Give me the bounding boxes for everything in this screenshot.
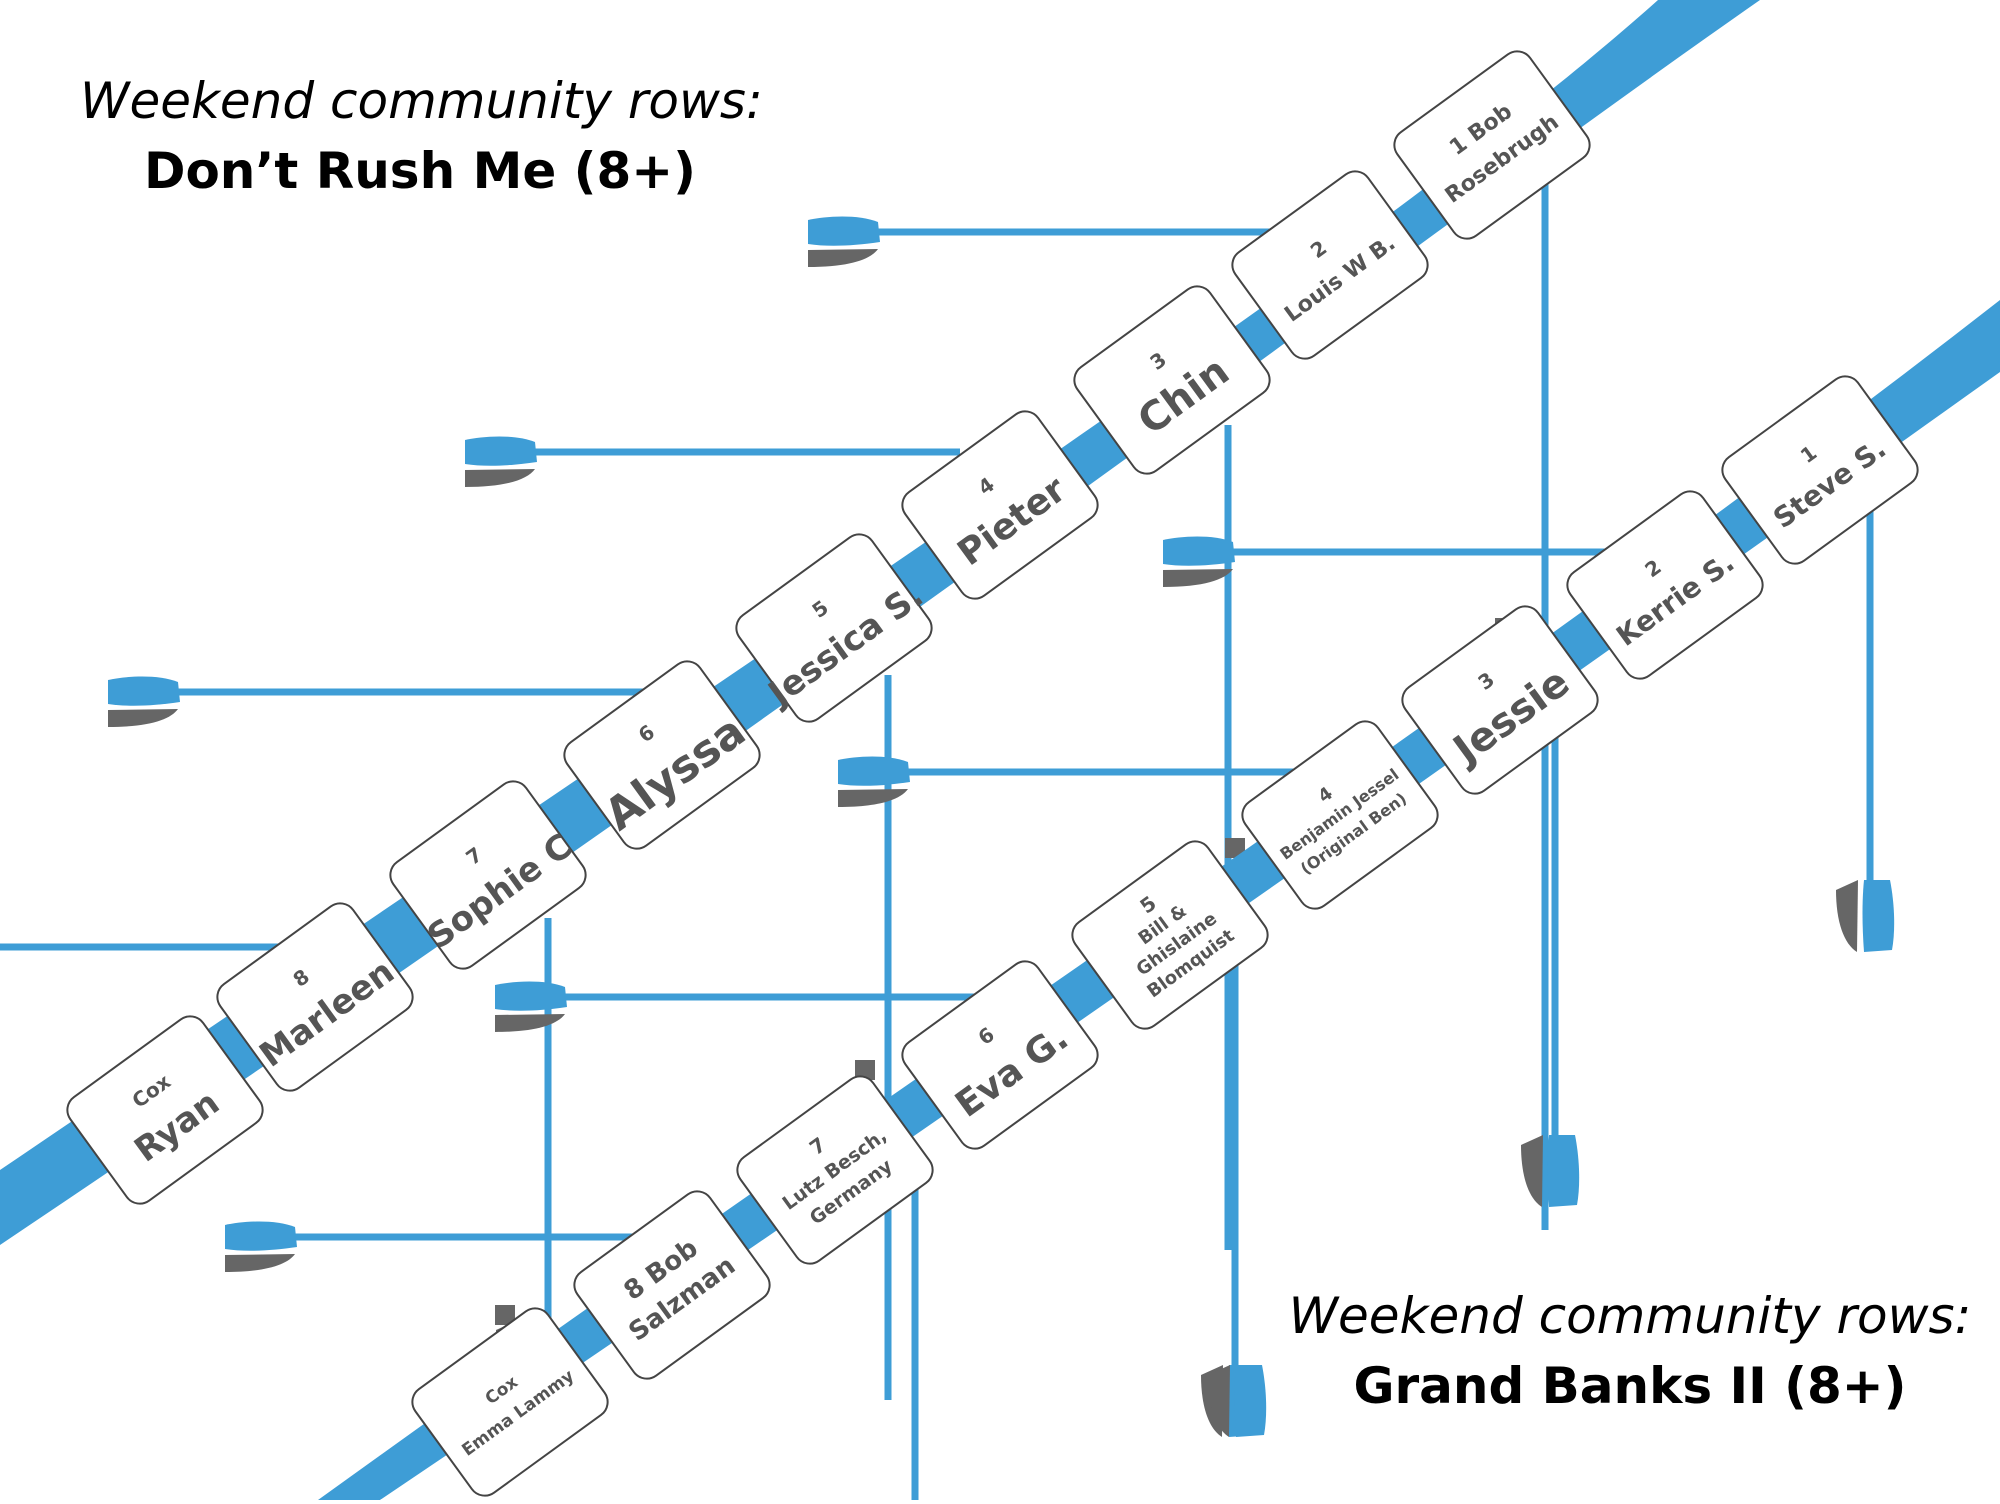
boat2-heading: Weekend community rows: xyxy=(1288,1287,1972,1345)
boat1-heading: Weekend community rows: xyxy=(80,72,763,130)
boat2-oar-3-blade-icon xyxy=(495,981,567,1032)
boat2-oar-5-blade-icon xyxy=(1208,1365,1267,1437)
boat2-oar-1-blade-icon xyxy=(1163,536,1235,587)
boat2-oar-vertical-1-blade-icon xyxy=(1836,880,1895,952)
boat1-oar-1-blade-icon xyxy=(808,216,880,267)
boat2-oar-2-blade-icon xyxy=(838,756,910,807)
boat1-hidden-blade-icon xyxy=(495,1305,515,1325)
boat1-boat-name: Don’t Rush Me (8+) xyxy=(143,142,697,200)
boat2-boat-name: Grand Banks II (8+) xyxy=(1353,1357,1907,1415)
boat2-oar-vertical-2-blade-icon xyxy=(1521,1135,1580,1207)
boat2-oar-4-blade-icon xyxy=(225,1221,297,1272)
boat2-title: Weekend community rows: Grand Banks II (… xyxy=(1270,1283,1990,1423)
boat1-oar-2-blade-icon xyxy=(465,436,537,487)
boat1-hidden-blade-icon xyxy=(855,1060,875,1080)
boat1-title: Weekend community rows: Don’t Rush Me (8… xyxy=(80,68,763,208)
boat1-hidden-blade-icon xyxy=(1225,838,1245,858)
boat1-oar-3-blade-icon xyxy=(108,676,180,727)
